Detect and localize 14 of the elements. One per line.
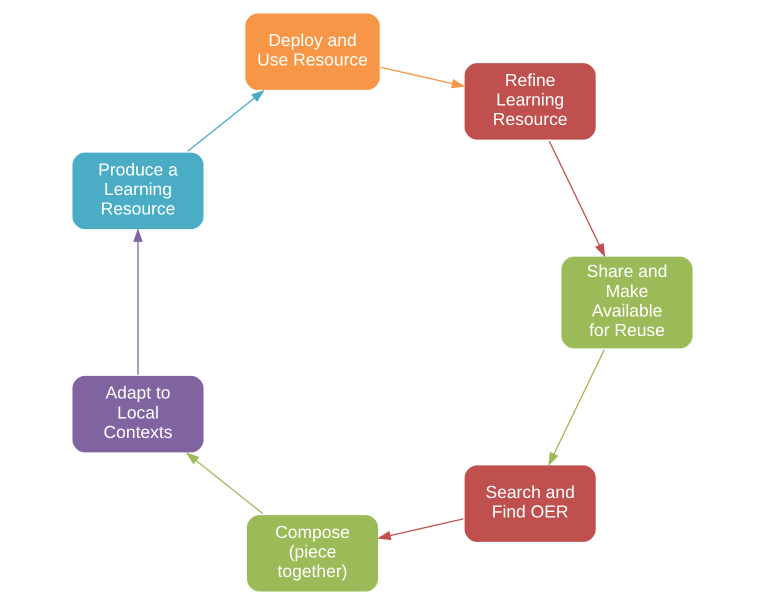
arrow [376,518,464,540]
arrow [186,90,264,152]
node-box: Refine Learning Resource [462,60,598,142]
node-box: Compose (piece together) [244,512,380,594]
arrow [548,140,605,258]
node-box: Adapt to Local Contexts [70,374,206,455]
arrow [548,349,604,466]
node-box: Search and Find OER [462,463,598,544]
node-box: Deploy and Use Resource [242,11,382,92]
arrow [185,452,263,514]
arrow [132,228,142,375]
node-box: Share and Make Available for Reuse [558,254,694,351]
node-box: Produce a Learning Resource [70,150,206,232]
arrow [380,66,465,88]
